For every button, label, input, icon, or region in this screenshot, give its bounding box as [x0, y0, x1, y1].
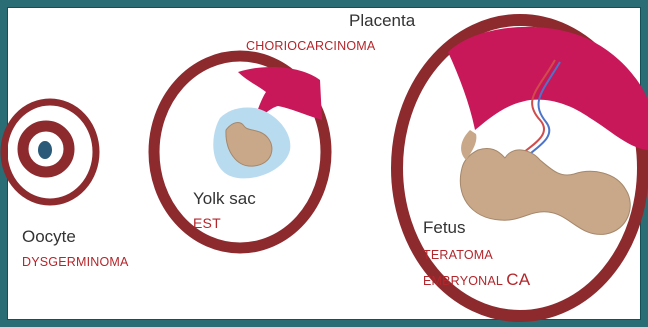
choriocarcinoma-label: CHORIOCARCINOMA — [246, 40, 375, 53]
dysgerminoma-label: DYSGERMINOMA — [22, 256, 129, 269]
teratoma-label: TERATOMA — [423, 249, 493, 262]
yolk-sac-label: Yolk sac — [193, 190, 256, 207]
oocyte-figure — [4, 102, 96, 202]
embryonal-prefix: EMBRYONAL — [423, 274, 506, 288]
fetus-label: Fetus — [423, 219, 466, 236]
embryonal-suffix: CA — [506, 270, 530, 289]
oocyte-label: Oocyte — [22, 228, 76, 245]
oocyte-nucleus — [38, 141, 52, 159]
est-label: EST — [193, 216, 221, 230]
yolk-sac-figure — [154, 56, 326, 248]
embryonal-ca-label: EMBRYONAL CA — [423, 271, 530, 288]
placenta-label: Placenta — [349, 12, 415, 29]
